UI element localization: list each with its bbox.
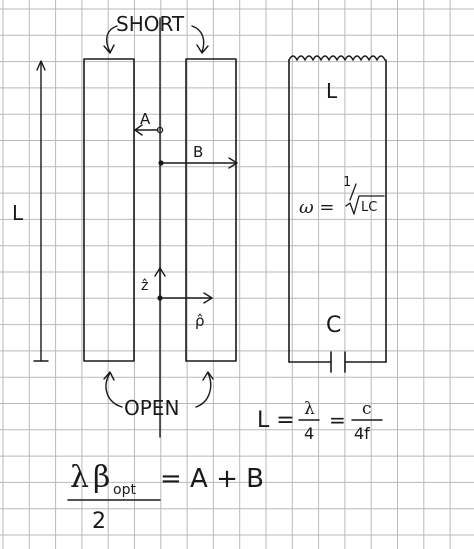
beta-subscript: opt <box>113 482 136 498</box>
length-right-label: L <box>326 79 338 103</box>
open-right-arrowhead <box>202 371 214 381</box>
open-left-arrow <box>105 372 123 408</box>
short-right-arrowhead <box>196 44 209 54</box>
rho-hat-arrowhead <box>203 292 213 304</box>
omega-lhs: ω = <box>299 197 334 218</box>
omega-denominator: LC <box>361 200 377 215</box>
quarter-wave-equals: = <box>329 408 346 432</box>
short-label: SHORT <box>116 12 185 36</box>
short-right-arrow <box>191 25 205 53</box>
capacitor-label: C <box>326 313 341 338</box>
open-right-arrow <box>195 372 212 408</box>
inner-radius-label: A <box>140 110 151 128</box>
length-left-label: L <box>12 201 24 225</box>
optimal-beta-equation: λ β opt 2 = A + B <box>67 460 264 534</box>
beta-symbol: β <box>93 460 110 495</box>
beta-denominator: 2 <box>92 509 106 534</box>
inductor-coil <box>288 55 386 61</box>
outer-radius-label: B <box>193 143 203 161</box>
quarter-wave-lhs: L = <box>257 408 295 433</box>
short-left-arrowhead <box>103 44 115 54</box>
quarter-wave-equation: L = λ 4 = c 4f <box>257 399 383 443</box>
left-outer-wall <box>83 58 135 362</box>
omega-fraction-slash <box>349 183 357 201</box>
short-left-arrow <box>105 25 118 53</box>
rho-hat-label: ρ̂ <box>195 312 205 330</box>
beta-rhs: = A + B <box>160 464 264 494</box>
omega-numerator: 1 <box>343 175 351 190</box>
length-marker-top-arrowhead <box>36 60 46 71</box>
open-left-arrowhead <box>103 371 115 381</box>
quarter-wave-lambda: λ <box>304 399 315 419</box>
z-hat-label: ẑ <box>141 278 148 294</box>
quarter-wave-4f: 4f <box>354 424 370 443</box>
coax-cross-section: A B ẑ ρ̂ L SHORT OPEN <box>12 12 238 438</box>
omega-sqrt-sign <box>345 195 385 215</box>
outer-radius-arrowhead <box>228 157 238 169</box>
lc-equivalent-circuit: C L ω = 1 LC <box>288 55 387 373</box>
quarter-wave-four: 4 <box>304 424 314 443</box>
open-label: OPEN <box>124 396 179 420</box>
inner-radius-arrowhead <box>134 124 143 136</box>
quarter-wave-c: c <box>362 399 372 419</box>
z-hat-arrowhead <box>154 267 166 277</box>
right-outer-wall <box>185 58 237 362</box>
beta-lambda: λ <box>70 460 89 495</box>
